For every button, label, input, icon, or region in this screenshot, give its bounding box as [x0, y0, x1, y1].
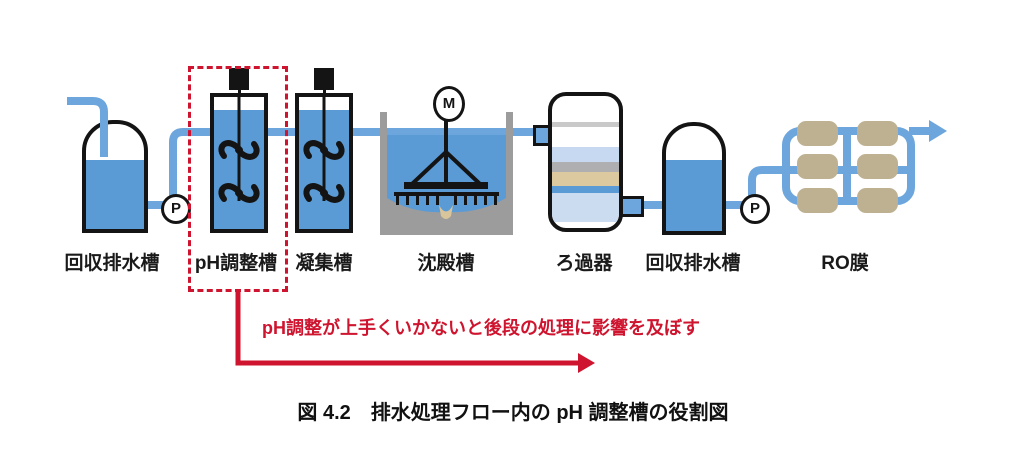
mixer-impellers — [303, 140, 345, 203]
tank-ph-adjust — [210, 93, 268, 233]
ro-module — [857, 154, 898, 179]
label-recovery-tank-2: 回収排水槽 — [645, 253, 741, 274]
ro-module — [797, 188, 838, 213]
bottom-wall — [380, 228, 513, 235]
coag-tank-mixer-motor — [314, 68, 334, 90]
left-wall — [380, 112, 387, 235]
pipe-pump1-to-filter — [169, 128, 552, 199]
pump2-icon: P — [740, 194, 770, 224]
filter-vessel — [548, 92, 623, 232]
filter-layer-paleblue — [552, 193, 619, 222]
filter-layer-grayline — [552, 122, 619, 127]
ro-module — [857, 188, 898, 213]
tank-recovery-2 — [662, 122, 726, 235]
filter-layer-sand — [552, 172, 619, 186]
label-ro-membrane: RO膜 — [821, 253, 869, 274]
rake-bar — [404, 182, 488, 189]
label-filter: ろ過器 — [555, 253, 613, 274]
tank-coagulation — [295, 93, 353, 233]
rake-scraper-tip — [439, 205, 453, 219]
pipe-pump2-to-ro — [748, 166, 907, 199]
ro-module — [857, 121, 898, 146]
rake-teeth — [396, 196, 497, 205]
rake-frame — [410, 112, 482, 186]
coag-mixer-svg — [303, 97, 345, 203]
ph-tank-mixer-motor — [229, 68, 249, 90]
rake-teeth-bar — [394, 192, 499, 196]
ro-loop-pipe — [782, 127, 915, 205]
filter-layer-blue — [552, 186, 619, 193]
ro-module — [797, 154, 838, 179]
label-sedimentation-tank: 沈殿槽 — [417, 253, 475, 274]
pump1-icon: P — [161, 194, 191, 224]
figure-caption: 図 4.2 排水処理フロー内の pH 調整槽の役割図 — [297, 402, 729, 424]
label-recovery-tank-1: 回収排水槽 — [64, 253, 160, 274]
outflow-arrowhead — [929, 120, 947, 142]
label-coagulation-tank: 凝集槽 — [295, 253, 353, 274]
ph-mixer-svg — [218, 97, 260, 203]
ro-module — [797, 121, 838, 146]
tank-recovery-1 — [82, 120, 148, 233]
mixer-impellers — [218, 140, 260, 203]
filter-layer-gray — [552, 162, 619, 172]
coag-tank-mixer-shaft-top — [323, 86, 326, 98]
tank-recovery-2-water — [666, 160, 722, 231]
sedimentation-motor-icon: M — [433, 86, 465, 122]
filter-layer-lightblue — [552, 147, 619, 162]
annotation-text: pH調整が上手くいかないと後段の処理に影響を及ぼす — [262, 318, 700, 338]
tank-sedimentation — [380, 112, 513, 235]
tank-recovery-1-water — [86, 160, 144, 229]
ph-tank-mixer-shaft-top — [238, 86, 241, 98]
right-wall — [506, 112, 513, 235]
label-ph-adjust-tank: pH調整槽 — [194, 253, 278, 274]
